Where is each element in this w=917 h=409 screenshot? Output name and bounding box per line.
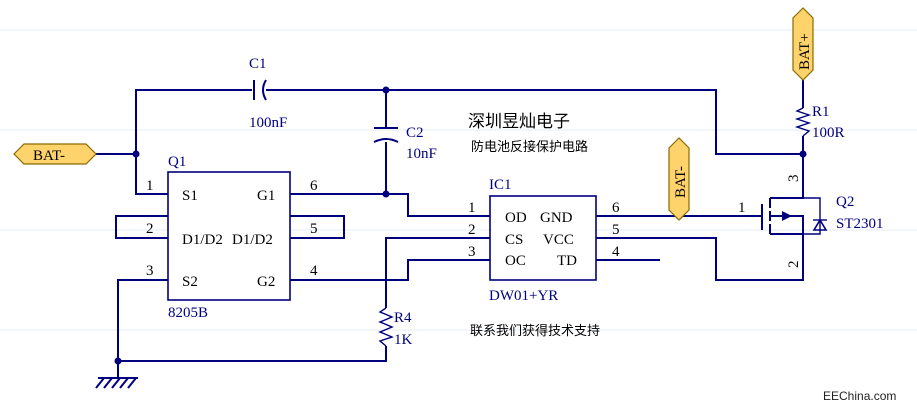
capacitor-c1[interactable]: C1 100nF: [249, 56, 287, 131]
port-label: BAT-: [673, 166, 689, 198]
c2-ref: C2: [406, 125, 424, 141]
mosfet-q1[interactable]: Q1 8205B S1 G1 D1/D2 D1/D2 S2 G2 1 2 3 4…: [146, 154, 318, 321]
ic1-pin-vcc: VCC: [543, 232, 574, 248]
ic1-pin-gnd: GND: [540, 210, 573, 226]
ic1-pin-number: 1: [468, 200, 476, 216]
ic1-pin-number: 3: [468, 244, 476, 260]
ic1-pin-oc: OC: [505, 253, 526, 269]
c2-value: 10nF: [406, 146, 437, 162]
resistor-r4[interactable]: R4 1K: [378, 307, 413, 348]
ic1-pin-od: OD: [505, 210, 527, 226]
r1-ref: R1: [812, 104, 830, 120]
ic1-pin-cs: CS: [505, 232, 523, 248]
q2-pin-number: 3: [786, 175, 802, 183]
r4-ref: R4: [394, 310, 412, 326]
ic1-part: DW01+YR: [489, 288, 558, 304]
q1-pin-s1: S1: [182, 188, 198, 204]
q1-pin-s2: S2: [182, 274, 198, 290]
ic1-pin-number: 5: [612, 222, 620, 238]
wire-g1-od: [290, 193, 490, 217]
port-bat-plus[interactable]: BAT+: [792, 7, 814, 81]
q1-pin-number: 6: [310, 178, 318, 194]
wire-g2-oc: [290, 259, 490, 281]
q1-pin-number: 4: [310, 263, 318, 279]
port-bat-minus-mid[interactable]: BAT-: [668, 137, 690, 221]
ic-dw01[interactable]: IC1 DW01+YR OD GND CS VCC OC TD 1 2 3 4 …: [468, 177, 620, 304]
wire-q1-pin1: [135, 154, 168, 195]
ic1-pin-number: 4: [612, 244, 620, 260]
circuit-title-note: 防电池反接保护电路: [471, 139, 588, 155]
wire-vcc-q2source: [596, 236, 804, 281]
wire-c1-right: [266, 89, 803, 155]
contact-note: 联系我们获得技术支持: [470, 323, 600, 339]
company-note: 深圳昱灿电子: [468, 112, 570, 132]
ic1-pin-number: 2: [468, 222, 476, 238]
q1-ref: Q1: [168, 154, 186, 170]
junction-dot: [382, 190, 390, 198]
wire-s2-gnd: [117, 279, 168, 378]
ground-symbol: [95, 377, 138, 389]
wire-cs-r4: [385, 237, 490, 308]
q1-pin-d1: D1/D2: [182, 232, 223, 248]
q1-pin-g1: G1: [257, 188, 275, 204]
q1-part: 8205B: [168, 305, 208, 321]
q1-pin-g2: G2: [257, 274, 275, 290]
junction-dot: [114, 357, 122, 365]
wire-c1-left: [135, 89, 252, 154]
junction-dot: [132, 150, 140, 158]
ic1-ref: IC1: [489, 177, 512, 193]
q1-body: [167, 171, 291, 301]
q2-pin-number: 2: [786, 261, 802, 269]
port-label: BAT-: [33, 148, 65, 164]
q1-pin-number: 2: [146, 221, 154, 237]
capacitor-c2[interactable]: C2 10nF: [373, 125, 437, 162]
junction-dot: [799, 150, 807, 158]
watermark: EEChina.com: [823, 389, 896, 403]
wires: [96, 78, 804, 378]
port-bat-minus-left[interactable]: BAT-: [13, 143, 97, 165]
c1-value: 100nF: [249, 115, 287, 131]
r1-value: 100R: [812, 125, 845, 141]
q2-part: ST2301: [836, 216, 884, 232]
wire-r4-gnd: [118, 346, 387, 362]
sheet-grid: [0, 29, 917, 331]
ic1-pin-td: TD: [557, 253, 577, 269]
q1-pin-number: 3: [146, 263, 154, 279]
q1-pin-number: 1: [146, 178, 154, 194]
q2-ref: Q2: [836, 194, 854, 210]
ic1-body: [489, 195, 597, 281]
ic1-pin-number: 6: [612, 200, 620, 216]
junction-dot: [382, 86, 390, 94]
c1-ref: C1: [249, 56, 267, 72]
q2-pin-number: 1: [738, 200, 746, 216]
mosfet-q2[interactable]: Q2 ST2301 1 2 3: [738, 175, 884, 269]
port-label: BAT+: [797, 33, 813, 70]
r4-value: 1K: [394, 332, 413, 348]
q1-pin-number: 5: [310, 221, 318, 237]
q1-pin-d2: D1/D2: [232, 232, 273, 248]
junctions: [114, 86, 807, 365]
resistor-r1[interactable]: R1 100R: [794, 104, 845, 141]
